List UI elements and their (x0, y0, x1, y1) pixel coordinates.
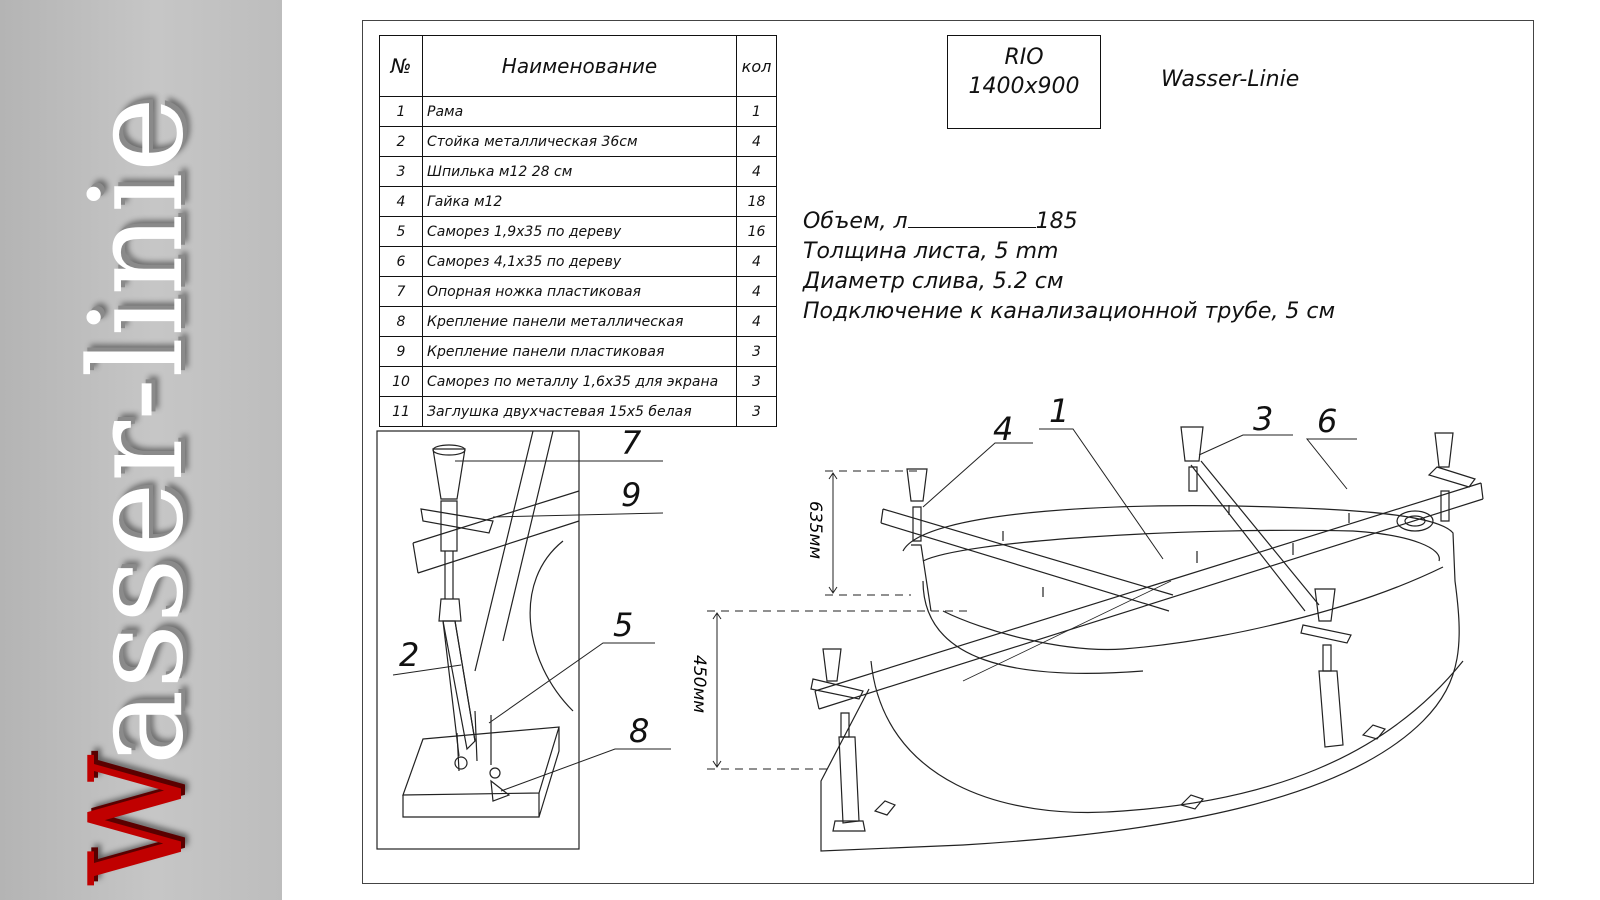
row-number: 4 (379, 186, 423, 217)
leg-front-right (1300, 588, 1352, 748)
dimension-lines (707, 470, 973, 770)
row-qty: 3 (736, 336, 777, 367)
row-qty: 4 (736, 246, 777, 277)
row-number: 11 (379, 396, 423, 427)
row-qty: 4 (736, 276, 777, 307)
row-number: 10 (379, 366, 423, 397)
row-number: 2 (379, 126, 423, 157)
leg-far-right (1427, 432, 1476, 522)
parts-table-header: № Наименование кол (379, 35, 777, 97)
row-qty: 4 (736, 156, 777, 187)
row-name: Опорная ножка пластиковая (422, 276, 737, 307)
row-name: Стойка металлическая 36см (422, 126, 737, 157)
brand-name-small: Wasser-Linie (1161, 67, 1300, 92)
row-name: Саморез по металлу 1,6х35 для экрана (422, 366, 737, 397)
row-number: 7 (379, 276, 423, 307)
brand-sidebar: Wasser-linie (0, 0, 282, 900)
param-volume: Объем, л 185 (803, 207, 1335, 237)
callout-8: 8 (629, 712, 650, 750)
header-number: № (379, 35, 423, 97)
row-qty: 16 (736, 216, 777, 247)
callout-3: 3 (1253, 400, 1274, 438)
row-qty: 1 (736, 96, 777, 127)
param-connection: Подключение к канализационной трубе, 5 с… (803, 299, 1336, 324)
callout-6: 6 (1317, 402, 1338, 440)
leg-back-right (1180, 426, 1204, 492)
param-volume-value: 185 (1035, 209, 1078, 234)
leg-front-left (810, 648, 866, 832)
row-number: 8 (379, 306, 423, 337)
main-leaders (922, 428, 1357, 560)
row-number: 3 (379, 156, 423, 187)
param-volume-underline (907, 209, 1036, 228)
callout-5: 5 (613, 606, 634, 644)
brand-logo-first-letter: W (63, 765, 212, 886)
row-name: Крепление панели металлическая (422, 306, 737, 337)
row-name: Крепление панели пластиковая (422, 336, 737, 367)
row-number: 6 (379, 246, 423, 277)
row-qty: 18 (736, 186, 777, 217)
header-qty: кол (736, 35, 777, 97)
row-name: Саморез 4,1х35 по дереву (422, 246, 737, 277)
brand-logo-rest: asser-linie (63, 96, 212, 766)
param-drain: Диаметр слива, 5.2 см (803, 269, 1064, 294)
row-qty: 4 (736, 306, 777, 337)
tub-parameters: Объем, л 185 Толщина листа, 5 mm Диаметр … (803, 207, 1335, 327)
row-qty: 3 (736, 366, 777, 397)
callout-4: 4 (993, 410, 1014, 448)
assembly-drawing (376, 426, 1484, 852)
header-name: Наименование (422, 35, 737, 97)
row-qty: 4 (736, 126, 777, 157)
model-box: RIO 1400x900 (947, 35, 1101, 129)
callout-7: 7 (621, 424, 642, 462)
detail-leg-assembly (402, 430, 580, 818)
leg-back-left (906, 468, 932, 612)
dimension-635: 635мм (805, 501, 825, 560)
detail-inset-frame (376, 430, 580, 850)
row-name: Гайка м12 (422, 186, 737, 217)
support-frame (810, 426, 1484, 832)
model-size: 1400x900 (968, 74, 1080, 99)
dimension-450: 450мм (689, 655, 709, 714)
row-name: Заглушка двухчастевая 15х5 белая (422, 396, 737, 427)
callout-1: 1 (1049, 392, 1070, 430)
callout-2: 2 (399, 636, 420, 674)
row-name: Шпилька м12 28 см (422, 156, 737, 187)
row-number: 5 (379, 216, 423, 247)
param-volume-label: Объем, л (803, 209, 908, 234)
detail-leaders (392, 460, 671, 792)
row-number: 1 (379, 96, 423, 127)
row-name: Рама (422, 96, 737, 127)
row-qty: 3 (736, 396, 777, 427)
callout-9: 9 (621, 476, 642, 514)
brand-logo-vertical: Wasser-linie (63, 97, 212, 886)
param-thickness: Толщина листа, 5 mm (803, 239, 1059, 264)
model-name: RIO (1004, 45, 1044, 70)
row-name: Саморез 1,9х35 по дереву (422, 216, 737, 247)
row-number: 9 (379, 336, 423, 367)
